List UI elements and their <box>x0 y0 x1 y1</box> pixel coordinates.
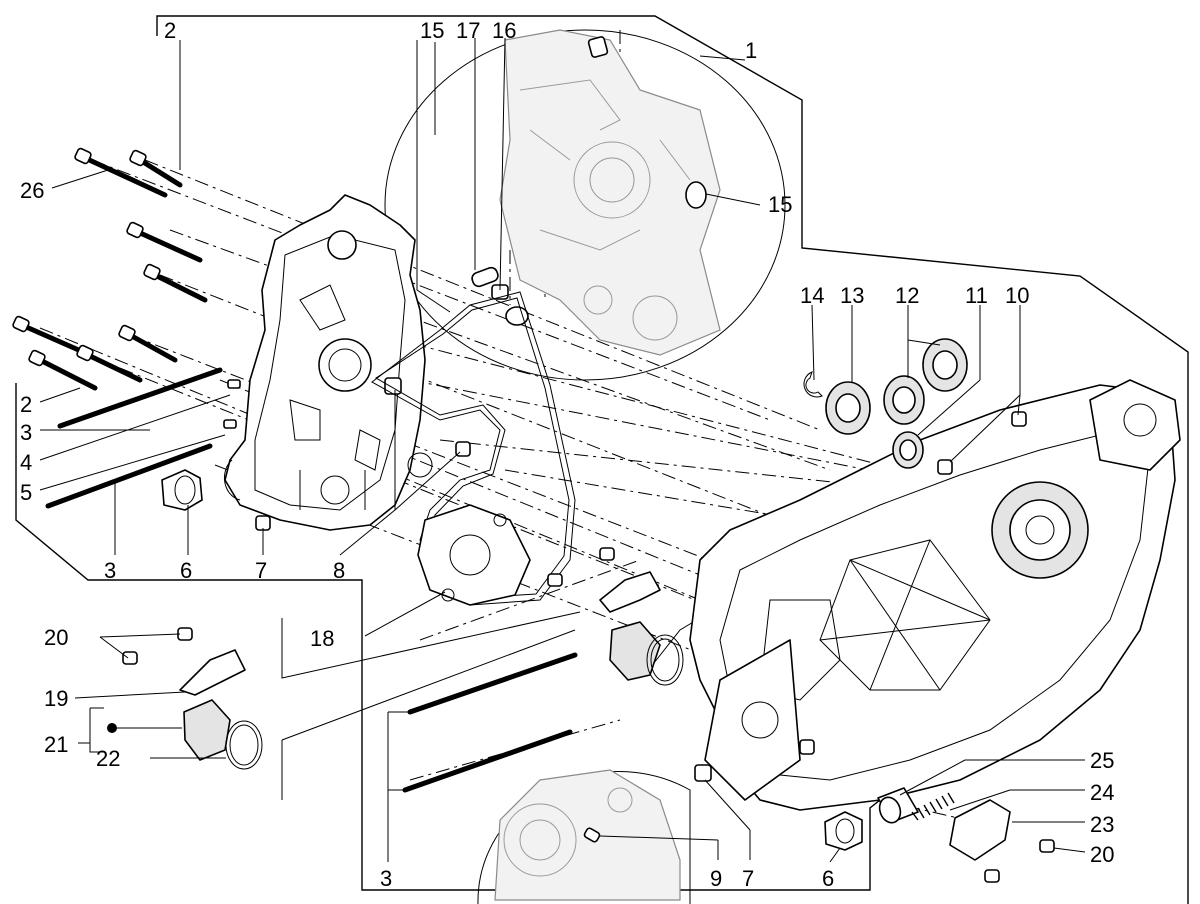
detail-circle-top <box>384 29 786 381</box>
label-part-11: 11 <box>965 283 988 308</box>
label-part-9: 9 <box>710 866 722 891</box>
label-part-17: 17 <box>456 18 480 43</box>
label-part-18: 18 <box>310 626 334 651</box>
label-part-13: 13 <box>840 283 864 308</box>
bolts-and-studs-left <box>12 147 578 793</box>
label-part-24: 24 <box>1090 780 1114 805</box>
label-part-16: 16 <box>492 18 516 43</box>
leader-lines <box>39 37 1086 863</box>
label-part-21: 21 <box>44 732 68 757</box>
label-part-14: 14 <box>800 283 824 308</box>
bearings-and-seals <box>803 338 968 469</box>
label-part-7: 7 <box>742 866 754 891</box>
label-part-3: 3 <box>380 866 392 891</box>
label-part-8: 8 <box>333 558 345 583</box>
label-part-12: 12 <box>895 283 919 308</box>
label-part-20: 20 <box>1090 842 1114 867</box>
label-part-1: 1 <box>745 38 757 63</box>
label-part-10: 10 <box>1005 283 1029 308</box>
label-part-22: 22 <box>96 746 120 771</box>
part-labels: 1 2 2 3 3 3 4 5 6 6 7 7 8 9 10 11 12 13 … <box>20 18 1114 891</box>
label-part-19: 19 <box>44 686 68 711</box>
label-part-15: 15 <box>420 18 444 43</box>
label-part-6: 6 <box>180 558 192 583</box>
label-part-20: 20 <box>44 625 68 650</box>
assembly-bracket-lines <box>15 15 1189 904</box>
label-part-3: 3 <box>20 420 32 445</box>
detail-circle-bottom <box>477 769 691 904</box>
label-part-2: 2 <box>20 392 32 417</box>
label-part-23: 23 <box>1090 812 1114 837</box>
label-part-26: 26 <box>20 178 44 203</box>
right-crankcase-half <box>689 379 1181 811</box>
label-part-4: 4 <box>20 450 32 475</box>
label-part-2: 2 <box>164 18 176 43</box>
gaskets <box>371 291 576 606</box>
label-part-5: 5 <box>20 480 32 505</box>
left-crankcase-half <box>223 194 471 531</box>
label-part-6: 6 <box>822 866 834 891</box>
label-part-15: 15 <box>768 192 792 217</box>
label-part-3: 3 <box>104 558 116 583</box>
label-part-7: 7 <box>255 558 267 583</box>
pump-cover-parts <box>107 547 684 770</box>
spring-assembly <box>824 787 1055 883</box>
label-part-25: 25 <box>1090 748 1114 773</box>
